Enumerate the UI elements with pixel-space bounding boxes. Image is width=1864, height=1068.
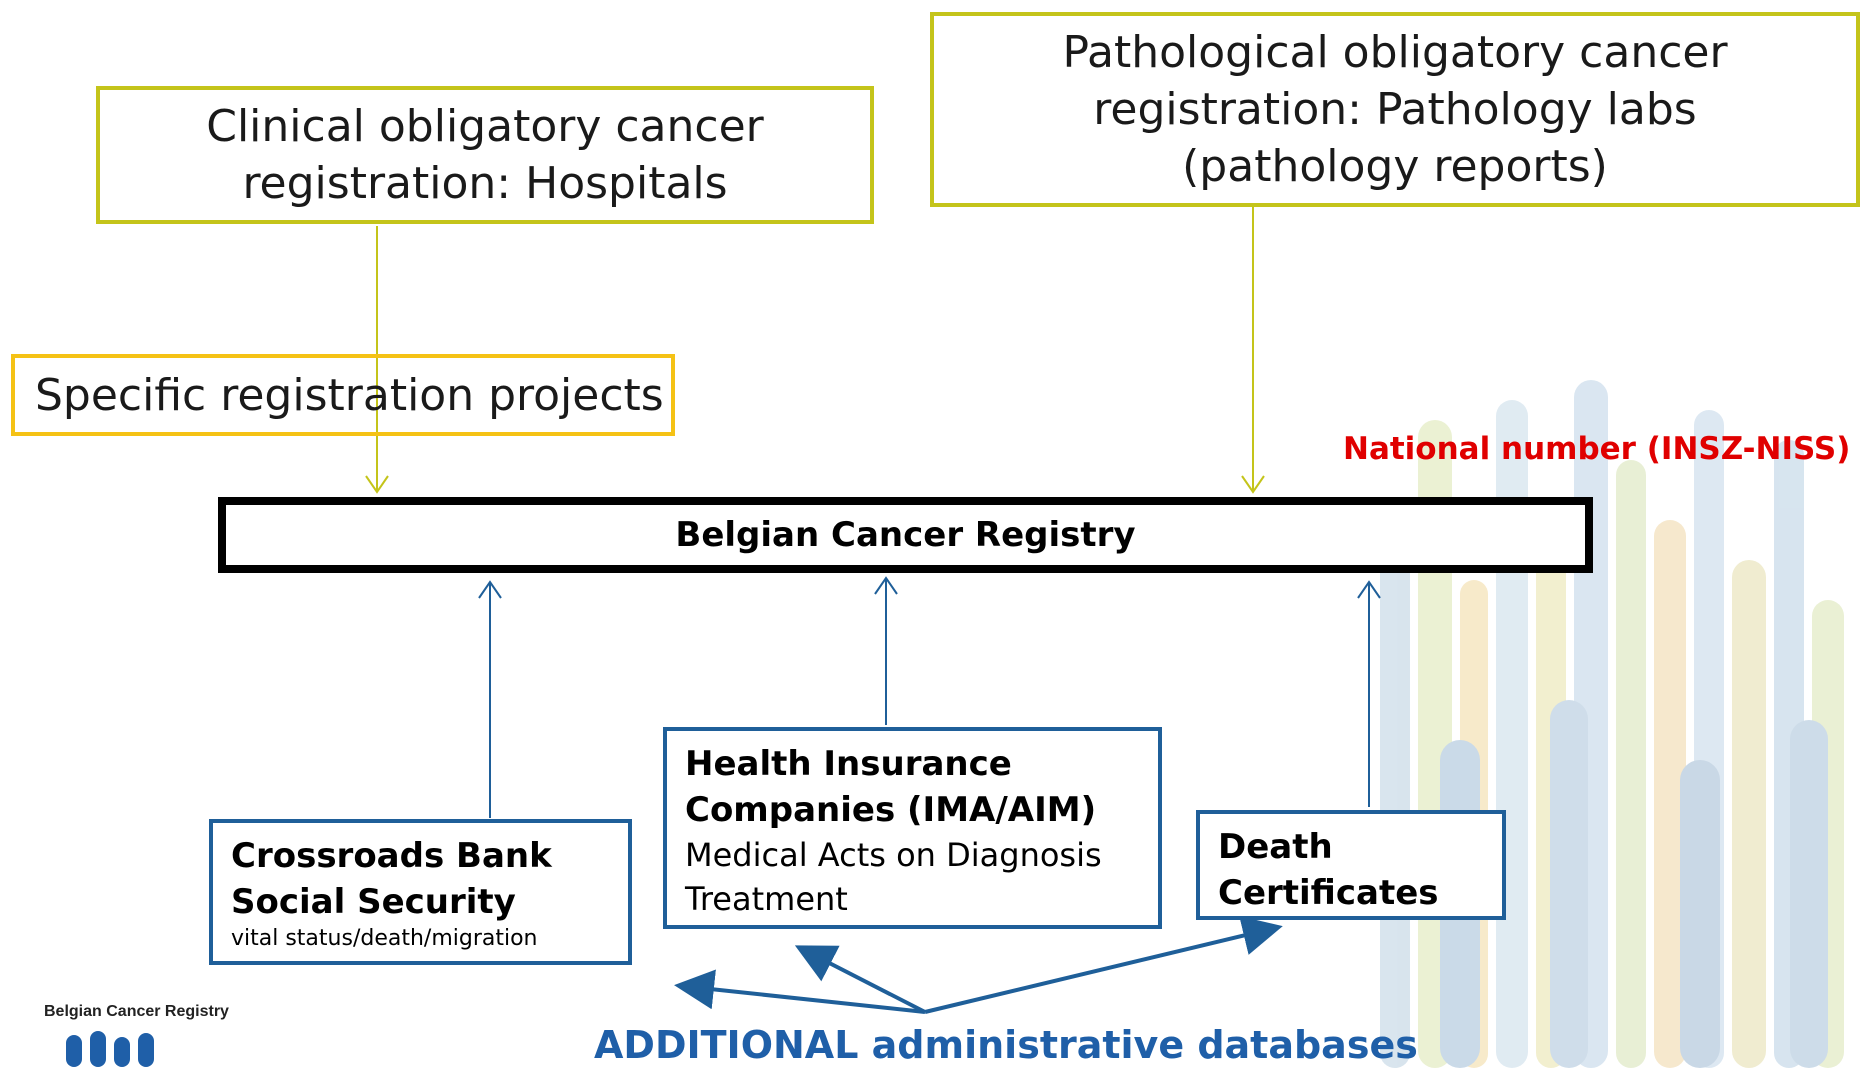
crossroads-arrow [478, 580, 502, 818]
health-insurance-title: Health Insurance Companies (IMA/AIM) [685, 744, 1097, 830]
clinical-registration-box: Clinical obligatory cancer registration:… [96, 86, 874, 224]
specific-projects-label: Specific registration projects [35, 369, 664, 421]
crossroads-title: Crossroads Bank Social Security [231, 836, 552, 922]
background-figures [1380, 380, 1844, 1068]
death-certificates-title: Death Certificates [1218, 827, 1439, 913]
pathological-registration-box: Pathological obligatory cancer registrat… [930, 12, 1860, 207]
health-insurance-subtitle: Medical Acts on Diagnosis Treatment [685, 836, 1102, 918]
death-certificates-box: Death Certificates [1196, 810, 1506, 920]
logo-text: Belgian Cancer Registry [44, 1003, 229, 1020]
logo-mark-icon [66, 1031, 154, 1067]
pathological-arrow [1241, 207, 1265, 494]
registry-logo: Belgian Cancer Registry [44, 1003, 264, 1068]
crossroads-box: Crossroads Bank Social Security vital st… [209, 819, 632, 965]
crossroads-subtitle: vital status/death/migration [231, 926, 538, 951]
health-arrow [874, 576, 898, 725]
national-number-label: National number (INSZ-NISS) [1343, 431, 1851, 467]
additional-arrows [674, 916, 1283, 1014]
clinical-registration-label: Clinical obligatory cancer registration:… [206, 101, 764, 209]
registry-box: Belgian Cancer Registry [218, 497, 1593, 573]
pathological-registration-label: Pathological obligatory cancer registrat… [1062, 27, 1728, 192]
registry-label: Belgian Cancer Registry [675, 515, 1136, 555]
health-insurance-box: Health Insurance Companies (IMA/AIM) Med… [663, 727, 1162, 929]
death-arrow [1357, 580, 1381, 807]
specific-projects-box: Specific registration projects [11, 354, 675, 436]
additional-databases-label: ADDITIONAL administrative databases [594, 1023, 1418, 1067]
clinical-arrow [365, 226, 389, 494]
